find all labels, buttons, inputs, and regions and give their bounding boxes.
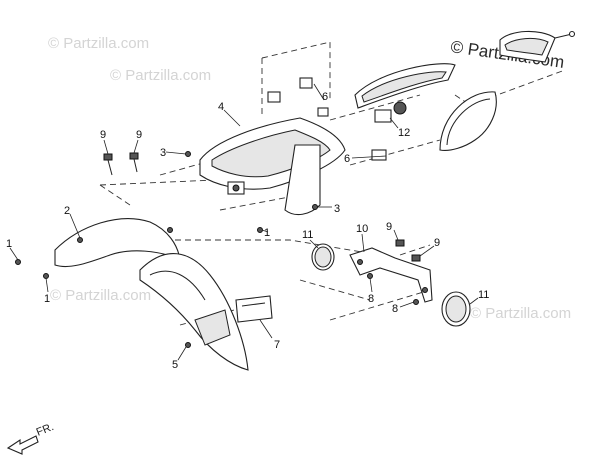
front-direction-label: FR. xyxy=(35,421,56,439)
callout-11-left: 11 xyxy=(302,229,313,241)
bulb-sockets xyxy=(267,77,392,161)
callout-5: 5 xyxy=(172,359,178,371)
callout-7: 7 xyxy=(274,339,280,351)
callout-9-right-b: 9 xyxy=(434,237,440,249)
tail-light-housing xyxy=(199,117,346,216)
callout-2: 2 xyxy=(64,205,70,217)
callout-9-left-b: 9 xyxy=(136,129,142,141)
callout-1-center: 1 xyxy=(264,227,270,239)
callout-10: 10 xyxy=(356,223,368,235)
callout-12: 12 xyxy=(398,127,410,139)
callout-8-center: 8 xyxy=(368,293,374,305)
license-plate-bracket xyxy=(235,295,273,323)
watermark-upper-mid: © Partzilla.com xyxy=(110,67,211,84)
front-direction-arrow: FR. xyxy=(6,421,56,455)
tail-light-lens xyxy=(354,63,456,115)
reflector-bracket xyxy=(349,247,433,303)
callout-3-left: 3 xyxy=(160,147,166,159)
reflector-right xyxy=(441,291,471,327)
callout-1-bottom: 1 xyxy=(44,293,50,305)
callout-11-right: 11 xyxy=(478,289,489,301)
callout-6-mid: 6 xyxy=(344,153,350,165)
side-reflector-panel xyxy=(439,91,497,151)
watermark-bottom-right: © Partzilla.com xyxy=(470,305,571,322)
callout-1-left: 1 xyxy=(6,238,12,250)
rear-fender xyxy=(54,218,249,371)
callout-numbers: 1 1 1 2 3 3 4 5 6 6 7 8 8 9 9 9 9 10 11 … xyxy=(6,91,489,371)
watermark-top-left: © Partzilla.com xyxy=(48,35,149,52)
callout-leaders xyxy=(9,83,479,361)
watermark-bottom-left: © Partzilla.com xyxy=(50,287,151,304)
callout-4: 4 xyxy=(218,101,224,113)
fasteners xyxy=(15,151,421,348)
callout-9-left-a: 9 xyxy=(100,129,106,141)
callout-3-right: 3 xyxy=(334,203,340,215)
reflector-left xyxy=(311,243,335,271)
tail-cover-cap xyxy=(499,30,576,63)
callout-9-right-a: 9 xyxy=(386,221,392,233)
callout-6-top: 6 xyxy=(322,91,328,103)
callout-8-right: 8 xyxy=(392,303,398,315)
